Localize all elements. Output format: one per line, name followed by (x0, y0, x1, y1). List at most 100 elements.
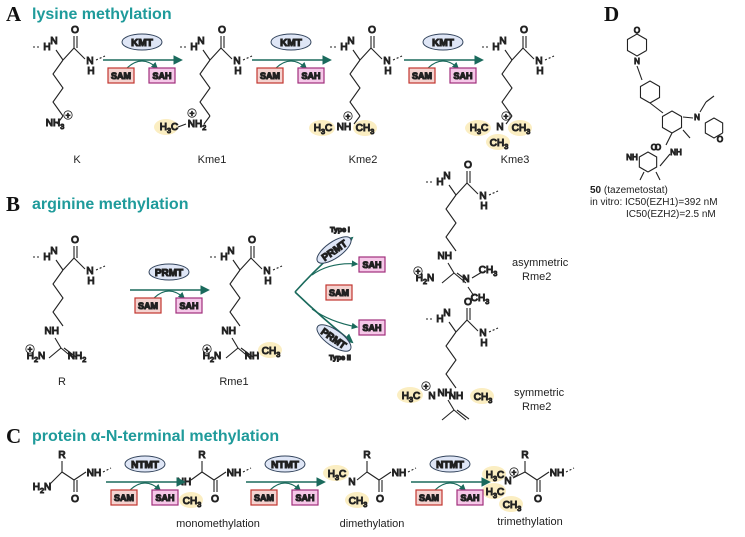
lysine-1-backbone-h: H (190, 42, 197, 53)
rxn-b-type2-label: Type II (329, 355, 351, 362)
lysine-2-bond-n-ca (352, 49, 361, 61)
lysine-1-charge-sign: + (190, 109, 195, 118)
taze-bond-amide-c (665, 132, 673, 146)
lysine-3-carbonyl-o: O (520, 25, 528, 36)
taze-pyridone (638, 151, 658, 173)
arg-asym-backbone-h: H (436, 177, 443, 188)
nt-0-bond-amine (49, 471, 63, 485)
nt-2-carbonyl-o: O (376, 494, 384, 505)
rxn-c3-cofactor-arrow (434, 482, 466, 491)
rxn-c1-cofactor-arrow (129, 482, 161, 491)
taze-pyridone-o: O (651, 143, 657, 152)
rxn-a1-sam-box (107, 67, 135, 84)
lysine-3-side-chain (501, 59, 513, 117)
taze-oxane-o: O (717, 135, 723, 144)
arg-r-charge-sign: + (28, 345, 33, 354)
arg-sym-bond-cz-n1 (441, 409, 455, 421)
rxn-c1-sam-label: SAM (114, 493, 134, 503)
compound-ic50-ezh1: IC50(EZH1)=392 nM (625, 197, 718, 208)
lysine-1-bond-c-n (220, 47, 233, 60)
taze-pyridone-methyl-2 (655, 171, 661, 181)
nt-1-amide-nh: NH (227, 468, 241, 479)
label-trimethylation: trimethylation (497, 516, 563, 528)
taze-amide-o: O (655, 143, 661, 152)
arg-m1-backbone-h: H (220, 252, 227, 263)
rxn-c2-enzyme-label: NTMT (271, 460, 299, 471)
taze-oxane (704, 117, 724, 139)
lysine-3-bond-ca-c (511, 47, 524, 61)
arg-sym-bond-ne-cz (447, 399, 455, 411)
taze-ethyl-1 (699, 101, 707, 113)
arg-asym-bond-n-ca (448, 184, 457, 196)
nt-3-methyl-bottom: CH3 (503, 500, 521, 513)
lysine-0-backbone-n: N (50, 36, 57, 47)
arg-asym-charge-sign: + (416, 267, 421, 276)
lysine-3-methyl-left-highlight (465, 120, 491, 136)
lysine-3-charge (501, 111, 511, 121)
lysine-2-bond-nz (353, 115, 361, 125)
rxn-b1-sam-label: SAM (138, 301, 158, 311)
nt-0-amine: H2N (33, 482, 51, 495)
lysine-1-bond-n-ca (202, 49, 211, 61)
rxn-c3-sah-box (456, 489, 484, 506)
arg-asym-side-chain (445, 194, 457, 252)
taze-methyl-ar (682, 129, 691, 139)
lysine-0-backbone-h: H (43, 42, 50, 53)
lysine-0-bond-ca-c (62, 47, 75, 61)
lysine-2-peptide-dash-right (392, 55, 403, 61)
lysine-1-bond-methyl (177, 123, 187, 128)
nt-0-r: R (58, 450, 65, 461)
arg-m1-bond-cz-n2-double (240, 347, 254, 358)
lysine-3-amide-n: N (535, 56, 542, 67)
lysine-0-peptide-dash-right (95, 55, 106, 61)
label-asymmetric-rme2: Rme2 (522, 271, 552, 283)
taze-pyridone-methyl-1 (639, 171, 645, 181)
taze-morpholine-top-n: N (634, 57, 640, 66)
arg-r-bond-n-ca (55, 259, 64, 271)
arg-m1-charge-sign: + (205, 345, 210, 354)
lysine-3-bond-c-n (522, 47, 535, 60)
nt-2-methyl-top-highlight (323, 465, 349, 481)
rxn-c1-sah-label: SAH (155, 493, 174, 503)
lysine-0-bond-n-ca (55, 49, 64, 61)
nt-2-bond-c-n (378, 471, 392, 481)
arg-asym-charge (413, 266, 423, 276)
nt-2-peptide-dash (407, 467, 417, 473)
taze-phenyl (639, 80, 661, 104)
arg-r-amide-n: N (86, 266, 93, 277)
taze-morpholine-top-o: O (634, 26, 640, 35)
nt-3-methyl-mid-highlight (482, 483, 506, 499)
nt-3-amide-nh: NH (550, 468, 564, 479)
arg-r-peptide-dash-right (95, 265, 106, 271)
arg-asym-methyl-1: CH3 (479, 265, 497, 278)
rxn-c1-enzyme-label: NTMT (131, 460, 159, 471)
nt-2-methyl-bottom-highlight (345, 492, 369, 508)
lysine-0-nh3: NH3 (46, 118, 64, 131)
rxn-a2-sam-label: SAM (260, 71, 280, 81)
arg-asym-bond-ca-c (455, 182, 468, 196)
arg-asym-amide-n: N (479, 191, 486, 202)
nt-1-bond-ca-c (201, 471, 215, 481)
taze-bond-ar-n (682, 116, 694, 119)
nt-0-peptide-dash (102, 467, 112, 473)
panel-letter-b: B (6, 192, 21, 216)
compound-ic50-ezh2: IC50(EZH2)=2.5 nM (626, 209, 716, 220)
rxn-a3-sam-label: SAM (412, 71, 432, 81)
lysine-3-backbone-h: H (492, 42, 499, 53)
arg-m1-bond-ca-c (239, 257, 252, 271)
arg-asym-peptide-dash-right (488, 190, 499, 196)
arg-sym-bond-cz-n2 (453, 409, 467, 421)
rxn-c3-sam-box (415, 489, 443, 506)
lysine-2-charge (343, 111, 353, 121)
arg-m1-methyl-highlight (258, 342, 282, 358)
rxn-a1-sah-box (148, 67, 176, 84)
rxn-b-center-sam-box (325, 284, 353, 301)
panel-letter-c: C (6, 424, 22, 448)
arg-sym-amide-h: H (480, 338, 487, 349)
arg-sym-bond-cz-n2-double (456, 409, 470, 420)
nt-3-charge-sign: + (512, 468, 517, 477)
arg-sym-methyl-right-highlight (470, 388, 494, 404)
arg-sym-ne-h: NH (438, 388, 452, 399)
lysine-2-side-chain (349, 59, 361, 117)
nt-2-n: N (348, 477, 355, 488)
